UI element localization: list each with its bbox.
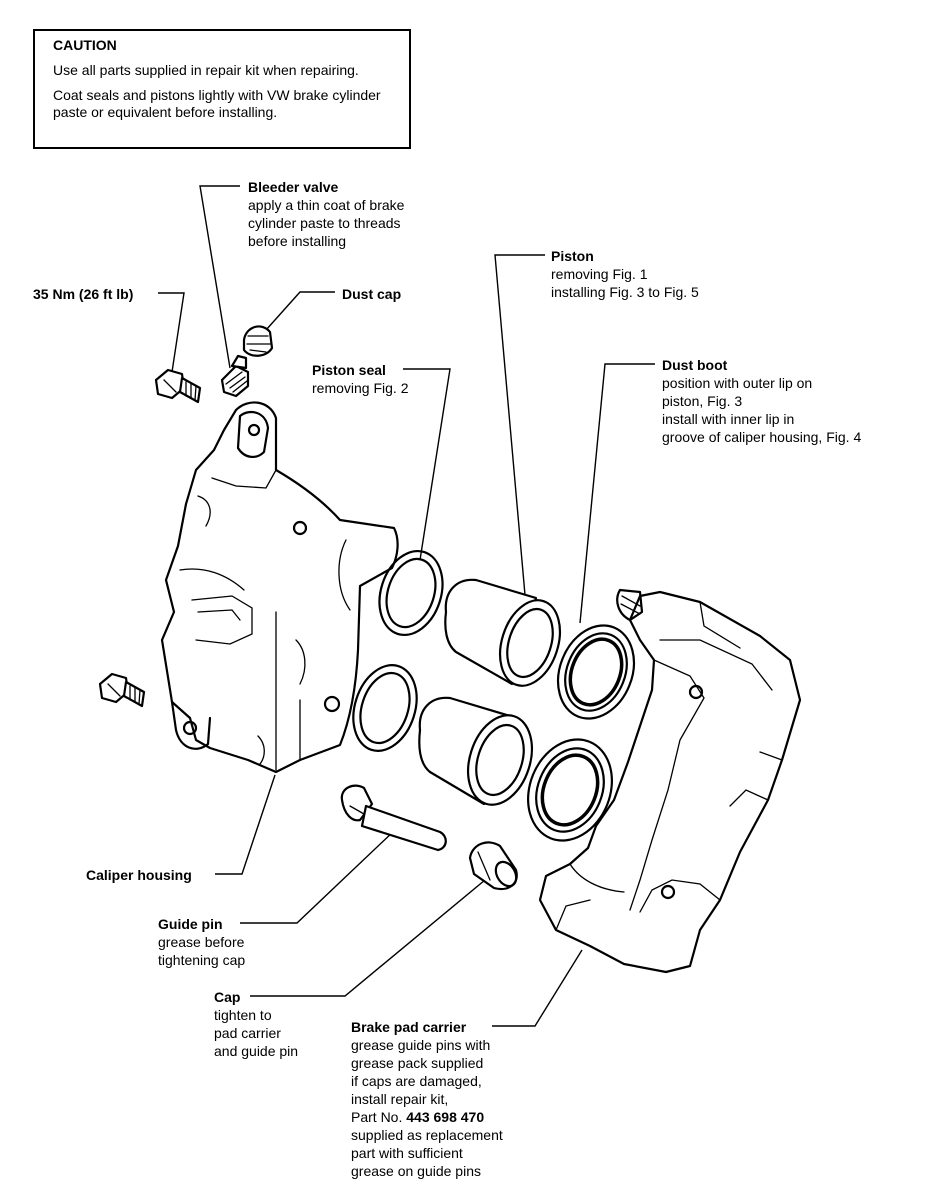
mounting-bolt-top-part — [154, 368, 202, 404]
label-cap-line-1: tighten to — [214, 1007, 272, 1023]
label-caliper-housing: Caliper housing — [86, 866, 192, 884]
label-piston-seal-line-1: removing Fig. 2 — [312, 380, 409, 396]
label-part-prefix: Part No. — [351, 1109, 407, 1125]
label-torque-title: 35 Nm (26 ft lb) — [33, 286, 134, 302]
leader-lines — [158, 185, 655, 1027]
dust-boot-upper — [556, 624, 636, 720]
label-dust-boot-title: Dust boot — [662, 357, 728, 373]
label-dust-cap-title: Dust cap — [342, 286, 402, 302]
caution-title: CAUTION — [53, 37, 117, 53]
guide-pin-part — [340, 784, 447, 852]
label-brake-pad-carrier-line-4: install repair kit, — [351, 1091, 449, 1107]
caliper-housing-part — [160, 401, 399, 774]
label-piston: Piston removing Fig. 1 installing Fig. 3… — [551, 247, 699, 301]
leader-bleeder-valve — [199, 185, 240, 369]
label-brake-pad-carrier-line-6: part with sufficient — [351, 1145, 463, 1161]
label-dust-cap: Dust cap — [342, 285, 401, 303]
leader-guide-pin — [240, 829, 396, 924]
label-cap-line-2: pad carrier — [214, 1025, 281, 1041]
label-brake-pad-carrier-line-1: grease guide pins with — [351, 1037, 491, 1053]
label-dust-boot-line-4: groove of caliper housing, Fig. 4 — [662, 429, 862, 445]
label-brake-pad-carrier-line-5: supplied as replacement — [351, 1127, 503, 1143]
dust-boot-parts — [527, 624, 636, 842]
label-cap-line-3: and guide pin — [214, 1043, 299, 1059]
mounting-bolt-bottom-part — [98, 672, 146, 708]
piston-seal-upper — [378, 549, 444, 637]
label-piston-seal-title: Piston seal — [312, 362, 386, 378]
piston-seal-parts — [352, 549, 444, 752]
label-caliper-housing-title: Caliper housing — [86, 867, 192, 883]
label-guide-pin-line-1: grease before — [158, 934, 245, 950]
label-bleeder-valve-line-2: cylinder paste to threads — [248, 215, 401, 231]
brake-pad-carrier-part — [538, 588, 802, 974]
caution-box: CAUTION Use all parts supplied in repair… — [33, 29, 411, 149]
leader-cap — [250, 879, 486, 997]
label-cap-title: Cap — [214, 989, 241, 1005]
label-torque: 35 Nm (26 ft lb) — [33, 285, 133, 303]
leader-dust-cap — [265, 291, 335, 331]
dust-boot-lower — [527, 738, 613, 842]
label-guide-pin-line-2: tightening cap — [158, 952, 246, 968]
label-brake-pad-carrier-line-7: grease on guide pins — [351, 1163, 481, 1179]
label-dust-boot: Dust boot position with outer lip on pis… — [662, 356, 861, 446]
cap-part — [468, 841, 518, 891]
label-piston-line-1: removing Fig. 1 — [551, 266, 648, 282]
leader-piston-seal — [403, 368, 451, 561]
label-bleeder-valve-line-1: apply a thin coat of brake — [248, 197, 405, 213]
label-brake-pad-carrier: Brake pad carrier grease guide pins with… — [351, 1018, 503, 1180]
leader-piston — [494, 254, 545, 596]
label-dust-boot-line-1: position with outer lip on — [662, 375, 813, 391]
leader-caliper-housing — [215, 774, 276, 875]
label-bleeder-valve-line-3: before installing — [248, 233, 347, 249]
label-piston-line-2: installing Fig. 3 to Fig. 5 — [551, 284, 699, 300]
label-guide-pin-title: Guide pin — [158, 916, 223, 932]
label-dust-boot-line-2: piston, Fig. 3 — [662, 393, 743, 409]
label-dust-boot-line-3: install with inner lip in — [662, 411, 795, 427]
label-brake-pad-carrier-title: Brake pad carrier — [351, 1019, 467, 1035]
leader-dust-boot — [579, 363, 655, 624]
piston-parts — [418, 578, 561, 806]
caution-line-1: Use all parts supplied in repair kit whe… — [53, 62, 359, 78]
label-bleeder-valve-title: Bleeder valve — [248, 179, 339, 195]
label-piston-title: Piston — [551, 248, 594, 264]
label-part-number: 443 698 470 — [406, 1109, 485, 1125]
label-guide-pin: Guide pin grease before tightening cap — [158, 915, 245, 969]
label-brake-pad-carrier-line-3: if caps are damaged, — [351, 1073, 482, 1089]
leader-brake-pad-carrier — [492, 949, 583, 1027]
leader-torque — [158, 292, 185, 373]
label-bleeder-valve: Bleeder valve apply a thin coat of brake… — [248, 178, 404, 250]
bleeder-valve-part — [220, 354, 250, 398]
label-brake-pad-carrier-part-line: Part No. 443 698 470 — [351, 1108, 503, 1126]
label-piston-seal: Piston seal removing Fig. 2 — [312, 361, 408, 397]
piston-seal-lower — [352, 664, 418, 752]
label-cap: Cap tighten to pad carrier and guide pin — [214, 988, 298, 1060]
caution-line-2: Coat seals and pistons lightly with VW b… — [53, 87, 381, 120]
label-brake-pad-carrier-line-2: grease pack supplied — [351, 1055, 484, 1071]
dust-cap-part — [242, 325, 274, 357]
